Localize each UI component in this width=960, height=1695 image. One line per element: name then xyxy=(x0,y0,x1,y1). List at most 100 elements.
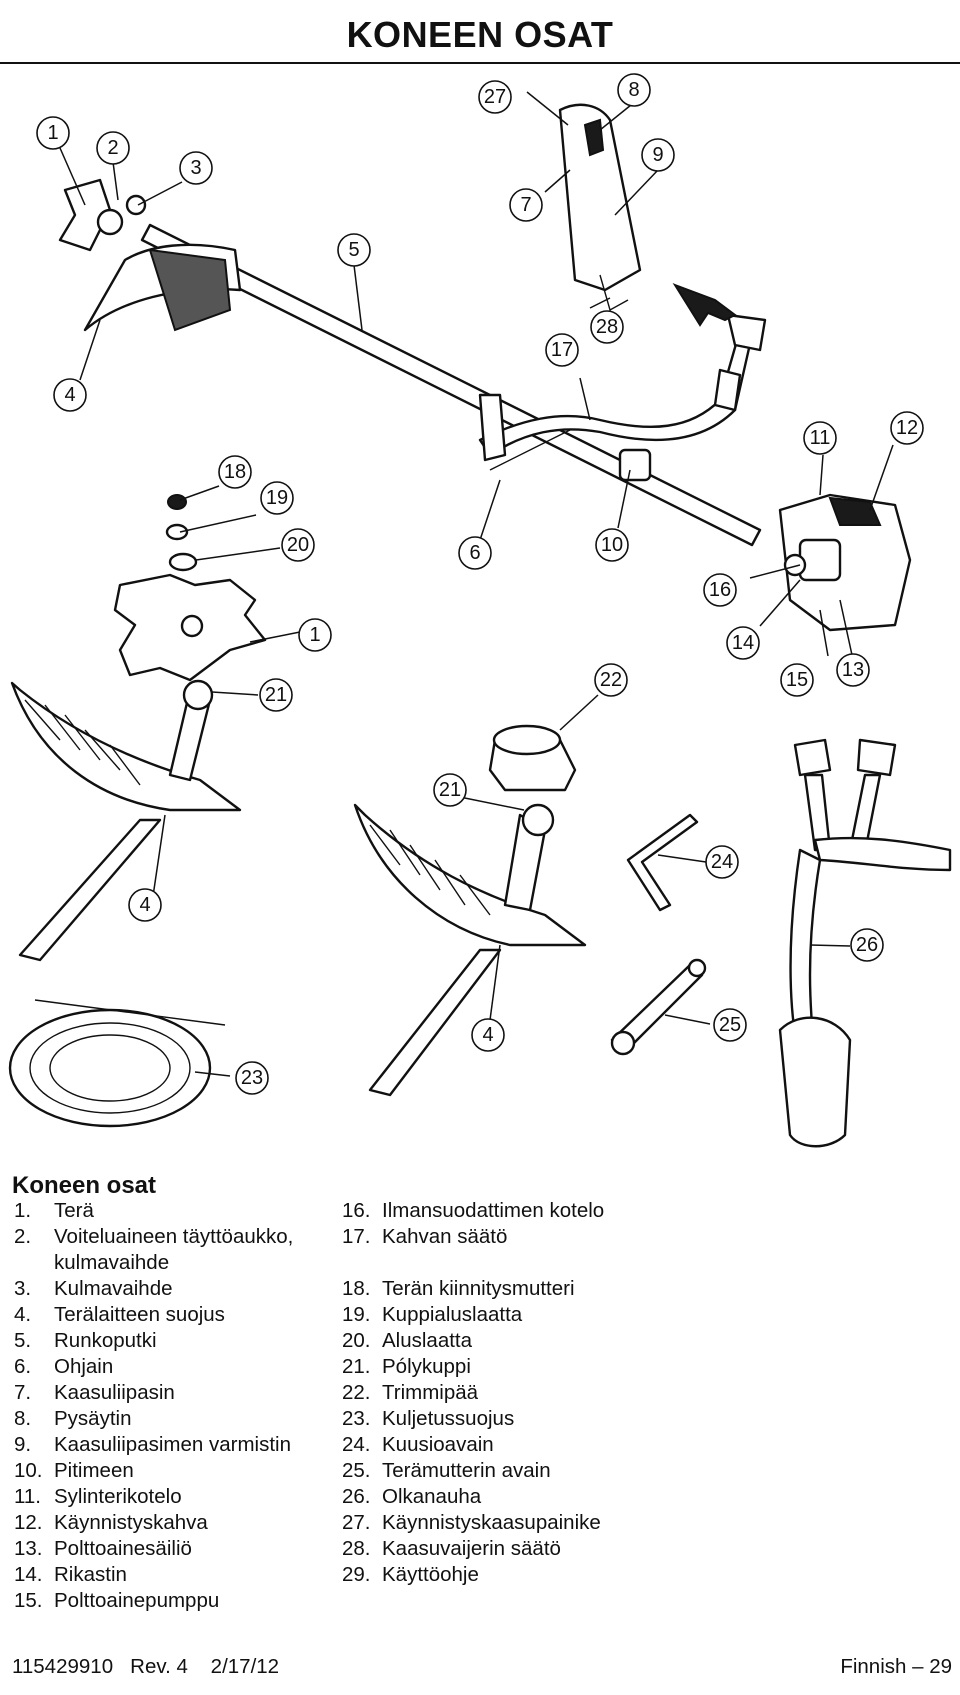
legend-item-label: Trimmipää xyxy=(382,1381,479,1404)
callout-15: 15 xyxy=(780,663,814,697)
svg-text:2: 2 xyxy=(107,137,118,159)
legend-item: 23. Kuljetussuojus xyxy=(342,1406,672,1432)
callout-1-top: 1 xyxy=(36,116,70,150)
svg-text:9: 9 xyxy=(652,144,663,166)
footer-page-number: Finnish – 29 xyxy=(840,1655,952,1678)
legend-item: 7.Kaasuliipasin xyxy=(14,1380,334,1406)
svg-text:12: 12 xyxy=(896,417,918,439)
svg-text:20: 20 xyxy=(287,534,309,556)
legend-item-number: 25. xyxy=(342,1459,371,1482)
legend-item: 29.Käyttöohje xyxy=(342,1562,672,1588)
legend-item-label: Terämutterin avain xyxy=(382,1459,551,1482)
legend-item-label: Terälaitteen suojus xyxy=(54,1303,225,1326)
legend-item-number: 10. xyxy=(14,1459,43,1482)
legend-column-left: 1. Terä 2.Voiteluaineen täyttöaukko, kulm… xyxy=(14,1198,334,1614)
svg-text:26: 26 xyxy=(856,934,878,956)
legend-item: 13.Polttoainesäiliö xyxy=(14,1536,334,1562)
legend-item-label: Kuljetussuojus xyxy=(382,1407,515,1430)
legend-item-label: Kulmavaihde xyxy=(54,1277,173,1300)
svg-text:18: 18 xyxy=(224,461,246,483)
callout-25: 25 xyxy=(713,1008,747,1042)
legend-item-number: 9. xyxy=(14,1433,32,1456)
callout-22: 22 xyxy=(594,663,628,697)
svg-text:27: 27 xyxy=(484,86,506,108)
callout-7: 7 xyxy=(509,188,543,222)
legend-item-number: 21. xyxy=(342,1355,371,1378)
legend-item-label: Terä xyxy=(54,1199,94,1222)
svg-text:4: 4 xyxy=(139,894,150,916)
callout-2: 2 xyxy=(96,131,130,165)
svg-text:5: 5 xyxy=(348,239,359,261)
legend-item: 22.Trimmipää xyxy=(342,1380,672,1406)
svg-text:6: 6 xyxy=(469,542,480,564)
svg-text:1: 1 xyxy=(47,122,58,144)
svg-text:25: 25 xyxy=(719,1014,741,1036)
callout-28: 28 xyxy=(590,310,624,344)
legend-item-number: 13. xyxy=(14,1537,43,1560)
legend-item: 8.Pysäytin xyxy=(14,1406,334,1432)
legend-item-number: 14. xyxy=(14,1563,43,1586)
legend-item-number: 29. xyxy=(342,1563,371,1586)
legend-item-label: Kaasuliipasimen varmistin xyxy=(54,1433,291,1456)
svg-text:11: 11 xyxy=(810,427,831,449)
legend-item-label: Käynnistyskaasupainike xyxy=(382,1511,601,1534)
legend-item-number: 6. xyxy=(14,1355,32,1378)
legend-item-label: Rikastin xyxy=(54,1563,127,1586)
legend-item: 10. Pitimeen xyxy=(14,1458,334,1484)
callout-16: 16 xyxy=(703,573,737,607)
legend-item-label: Pitimeen xyxy=(54,1459,134,1482)
leader-lines xyxy=(59,91,894,1077)
callout-19: 19 xyxy=(260,481,294,515)
legend-item-number: 23. xyxy=(342,1407,371,1430)
svg-text:23: 23 xyxy=(241,1067,263,1089)
callout-10: 10 xyxy=(595,528,629,562)
legend-item: 2.Voiteluaineen täyttöaukko, kulmavaihde xyxy=(14,1224,334,1276)
legend-item-number: 5. xyxy=(14,1329,32,1352)
legend-item-number: 28. xyxy=(342,1537,371,1560)
callout-6: 6 xyxy=(458,536,492,570)
legend-item: 28. Kaasuvaijerin säätö xyxy=(342,1536,672,1562)
legend-item: 11.Sylinterikotelo xyxy=(14,1484,334,1510)
legend-item-label: Aluslaatta xyxy=(382,1329,473,1352)
legend-item-label: Kuusioavain xyxy=(382,1433,494,1456)
legend-item: 21.Pólykuppi xyxy=(342,1354,672,1380)
parts-diagram: 1 2 3 4 5 6 7 8 9 10 11 12 13 14 15 16 1… xyxy=(8,73,952,1148)
guard-left xyxy=(10,679,242,962)
legend-item-label: Sylinterikotelo xyxy=(54,1485,182,1508)
trimmer-head xyxy=(488,724,577,792)
callout-8: 8 xyxy=(617,73,651,107)
legend-item: 18.Terän kiinnitysmutteri xyxy=(342,1276,672,1302)
legend-item-number: 8. xyxy=(14,1407,32,1430)
legend-item-label: Kaasuliipasin xyxy=(54,1381,175,1404)
legend-item: 25. Terämutterin avain xyxy=(342,1458,672,1484)
legend-item-number: 15. xyxy=(14,1589,43,1612)
legend-item: 9. Kaasuliipasimen varmistin xyxy=(14,1432,334,1458)
svg-text:1: 1 xyxy=(309,624,320,646)
legend-item: 20. Aluslaatta xyxy=(342,1328,672,1354)
legend-item-label: Kaasuvaijerin säätö xyxy=(382,1537,561,1560)
callout-9: 9 xyxy=(641,138,675,172)
title-rule xyxy=(0,62,960,64)
legend-heading: Koneen osat xyxy=(12,1172,157,1199)
callout-26: 26 xyxy=(850,928,884,962)
legend-item: 6. Ohjain xyxy=(14,1354,334,1380)
callout-4-left: 4 xyxy=(128,888,162,922)
callout-23: 23 xyxy=(235,1061,269,1095)
trimmer-assembly xyxy=(58,103,912,632)
legend-item-label: Runkoputki xyxy=(54,1329,157,1352)
footer-document-info: 115429910 Rev. 4 2/17/12 xyxy=(12,1655,280,1678)
legend-item-number: 17. xyxy=(342,1225,371,1248)
legend-item-number: 3. xyxy=(14,1277,32,1300)
legend-item: 12.Käynnistyskahva xyxy=(14,1510,334,1536)
legend-item: 19.Kuppialuslaatta xyxy=(342,1302,672,1328)
legend-item: 4.Terälaitteen suojus xyxy=(14,1302,334,1328)
callout-27: 27 xyxy=(478,80,512,114)
svg-text:24: 24 xyxy=(711,851,733,873)
svg-text:21: 21 xyxy=(265,684,287,706)
legend-item-number: 12. xyxy=(14,1511,43,1534)
legend-item-label: Ohjain xyxy=(54,1355,114,1378)
callout-11: 11 xyxy=(803,421,837,455)
svg-text:7: 7 xyxy=(520,194,531,216)
legend-item-number: 20. xyxy=(342,1329,371,1352)
legend-item-number: 1. xyxy=(14,1199,32,1222)
